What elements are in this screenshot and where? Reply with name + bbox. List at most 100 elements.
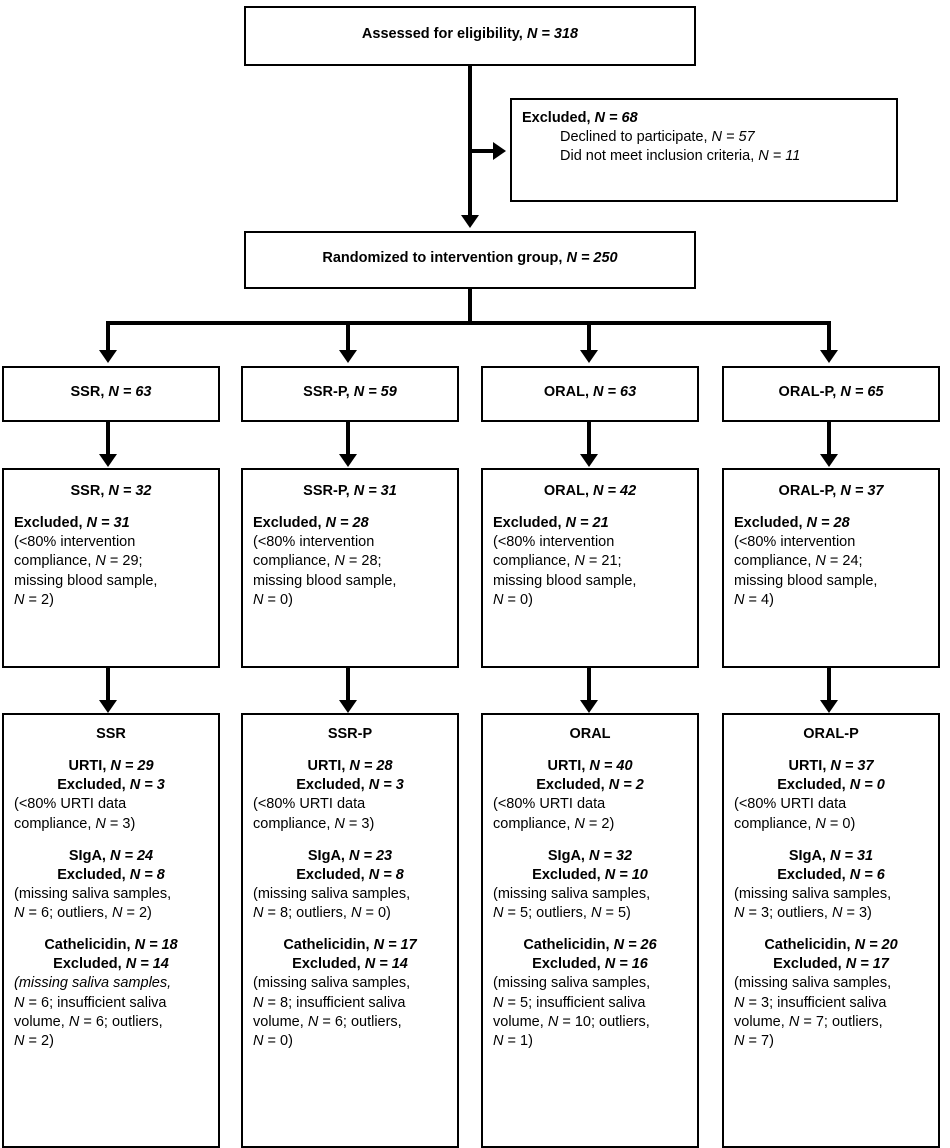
oral-excluded-detail-2: missing blood sample,: [493, 572, 637, 589]
oral-cathelicidin-label: Cathelicidin: [523, 937, 606, 954]
group-oralp-n: N = 65: [840, 384, 884, 400]
node-group-ssrp-allocated: SSR-P, N = 59: [241, 366, 459, 422]
oral-urti-label: URTI: [547, 758, 582, 775]
oral-urti-detail-0: (<80% URTI data: [493, 796, 606, 813]
ssrp-excluded-detail-2: missing blood sample,: [253, 572, 397, 589]
node-ssrp-outcomes: SSR-P URTI, N = 28 Excluded, N = 3 (<80%…: [241, 713, 459, 1148]
connector-oralp-r1-r2: [827, 422, 831, 457]
ssr-siga-excluded: Excluded, N = 8: [57, 866, 165, 883]
arrowhead-ssr-r3: [99, 700, 117, 713]
oral-outcomes-title: ORAL: [493, 725, 687, 744]
ssr-urti-label: URTI: [68, 758, 103, 775]
ssrp-urti-title: URTI, N = 28: [307, 758, 393, 775]
arrowhead-branch-oral: [580, 350, 598, 363]
ssr-cathelicidin-detail-2: volume, N = 6; outliers,: [14, 1013, 163, 1030]
ssr-urti-n: N = 29: [110, 758, 154, 775]
ssr-siga-n: N = 24: [109, 847, 154, 864]
group-oral-n: N = 63: [593, 384, 637, 400]
ssrp-analysis-n: N = 31: [353, 483, 397, 499]
ssr-cathelicidin-detail-0: (missing saliva samples,: [14, 975, 172, 992]
oralp-cathelicidin-excluded-n: N = 17: [845, 956, 889, 973]
oralp-siga-detail-1: N = 3; outliers, N = 3): [734, 905, 872, 921]
ssrp-cathelicidin-excluded-label: Excluded: [292, 956, 357, 973]
ssr-cathelicidin-excluded: Excluded, N = 14: [53, 956, 169, 973]
ssrp-urti-detail-1: compliance, N = 3): [253, 815, 375, 832]
oralp-outcomes-title: ORAL-P: [734, 725, 928, 744]
ssr-analysis-title: SSR, N = 32: [70, 483, 152, 499]
oral-urti-excluded: Excluded, N = 2: [536, 777, 644, 794]
ssr-excluded-detail-0: (<80% intervention: [14, 534, 136, 551]
ssrp-cathelicidin-detail-2: volume, N = 6; outliers,: [253, 1013, 402, 1030]
oralp-urti-detail-0: (<80% URTI data: [734, 796, 847, 813]
ssr-urti-excluded-label: Excluded: [57, 777, 122, 794]
oralp-siga-excluded-label: Excluded: [777, 866, 842, 883]
ssrp-excluded-n: N = 28: [325, 515, 369, 532]
group-ssr-n: N = 63: [108, 384, 152, 400]
connector-oral-r2-r3: [587, 668, 591, 704]
excluded-reason-0-label: Declined to participate: [560, 129, 704, 146]
ssrp-siga-n: N = 23: [348, 847, 393, 864]
ssrp-outcomes-label: SSR-P: [327, 726, 373, 742]
ssr-excluded-title: Excluded, N = 31: [14, 515, 130, 532]
ssrp-siga-label: SIgA: [307, 847, 341, 864]
group-ssrp-label: SSR-P: [303, 384, 346, 400]
oralp-siga-title: SIgA, N = 31: [788, 847, 874, 864]
oralp-urti-title: URTI, N = 37: [788, 758, 874, 775]
ssrp-urti-n: N = 28: [349, 758, 393, 775]
connector-branch-ssrp: [346, 321, 350, 353]
group-ssrp-n: N = 59: [353, 384, 397, 400]
excluded-reason-0: Declined to participate, N = 57: [560, 129, 755, 146]
ssr-excluded-detail-2: missing blood sample,: [14, 572, 158, 589]
ssrp-siga-detail-1: N = 8; outliers, N = 0): [253, 905, 391, 921]
ssrp-excluded-detail-3: N = 0): [253, 591, 293, 608]
connector-oral-r1-r2: [587, 422, 591, 457]
node-excluded-top: Excluded, N = 68 Declined to participate…: [510, 98, 898, 202]
oral-analysis-title: ORAL, N = 42: [543, 483, 637, 499]
oral-analysis-n: N = 42: [593, 483, 637, 499]
oralp-analysis-n: N = 37: [840, 483, 884, 499]
arrowhead-oralp-r2: [820, 454, 838, 467]
arrowhead-branch-oralp: [820, 350, 838, 363]
ssrp-excluded-label: Excluded: [253, 515, 318, 532]
oral-siga-excluded-label: Excluded: [532, 866, 597, 883]
ssr-cathelicidin-excluded-n: N = 14: [125, 956, 169, 973]
oral-siga-detail-0: (missing saliva samples,: [493, 885, 651, 902]
connector-to-excluded: [468, 149, 495, 153]
ssrp-excluded-detail-0: (<80% intervention: [253, 534, 375, 551]
connector-oralp-r2-r3: [827, 668, 831, 704]
ssrp-cathelicidin-detail-1: N = 8; insufficient saliva: [253, 994, 406, 1011]
ssr-excluded-n: N = 31: [86, 515, 130, 532]
ssrp-cathelicidin-title: Cathelicidin, N = 17: [283, 937, 417, 954]
ssrp-outcomes-title: SSR-P: [253, 725, 447, 744]
connector-ssrp-r1-r2: [346, 422, 350, 457]
oralp-outcomes-label: ORAL-P: [803, 726, 859, 742]
ssrp-urti-excluded-label: Excluded: [296, 777, 361, 794]
arrowhead-ssr-r2: [99, 454, 117, 467]
oral-siga-title: SIgA, N = 32: [547, 847, 633, 864]
oral-cathelicidin-title: Cathelicidin, N = 26: [523, 937, 657, 954]
oralp-urti-detail-1: compliance, N = 0): [734, 815, 856, 832]
connector-randomized-stem: [468, 289, 472, 323]
oralp-siga-detail-0: (missing saliva samples,: [734, 885, 892, 902]
oral-siga-detail-1: N = 5; outliers, N = 5): [493, 905, 631, 921]
oralp-excluded-label: Excluded: [734, 515, 799, 532]
oralp-urti-excluded-label: Excluded: [777, 777, 842, 794]
node-ssrp-analysis: SSR-P, N = 31 Excluded, N = 28 (<80% int…: [241, 468, 459, 668]
node-assessed-for-eligibility: Assessed for eligibility, N = 318: [244, 6, 696, 66]
excluded-top-title-line: Excluded, N = 68: [522, 110, 638, 126]
connector-ssr-r2-r3: [106, 668, 110, 704]
oral-outcomes-label: ORAL: [569, 726, 611, 742]
oralp-analysis-label: ORAL-P: [778, 483, 833, 499]
oral-cathelicidin-detail-2: volume, N = 10; outliers,: [493, 1013, 650, 1030]
ssr-siga-detail-1: N = 6; outliers, N = 2): [14, 905, 152, 921]
oralp-cathelicidin-n: N = 20: [854, 937, 898, 954]
arrowhead-oralp-r3: [820, 700, 838, 713]
oral-siga-excluded-n: N = 10: [604, 866, 648, 883]
ssr-urti-title: URTI, N = 29: [68, 758, 154, 775]
oralp-excluded-n: N = 28: [806, 515, 850, 532]
ssrp-urti-detail-0: (<80% URTI data: [253, 796, 366, 813]
ssrp-excluded-detail-1: compliance, N = 28;: [253, 553, 382, 570]
excluded-reason-1-n: N = 11: [758, 148, 801, 165]
oral-urti-n: N = 40: [589, 758, 633, 775]
node-oral-analysis: ORAL, N = 42 Excluded, N = 21 (<80% inte…: [481, 468, 699, 668]
